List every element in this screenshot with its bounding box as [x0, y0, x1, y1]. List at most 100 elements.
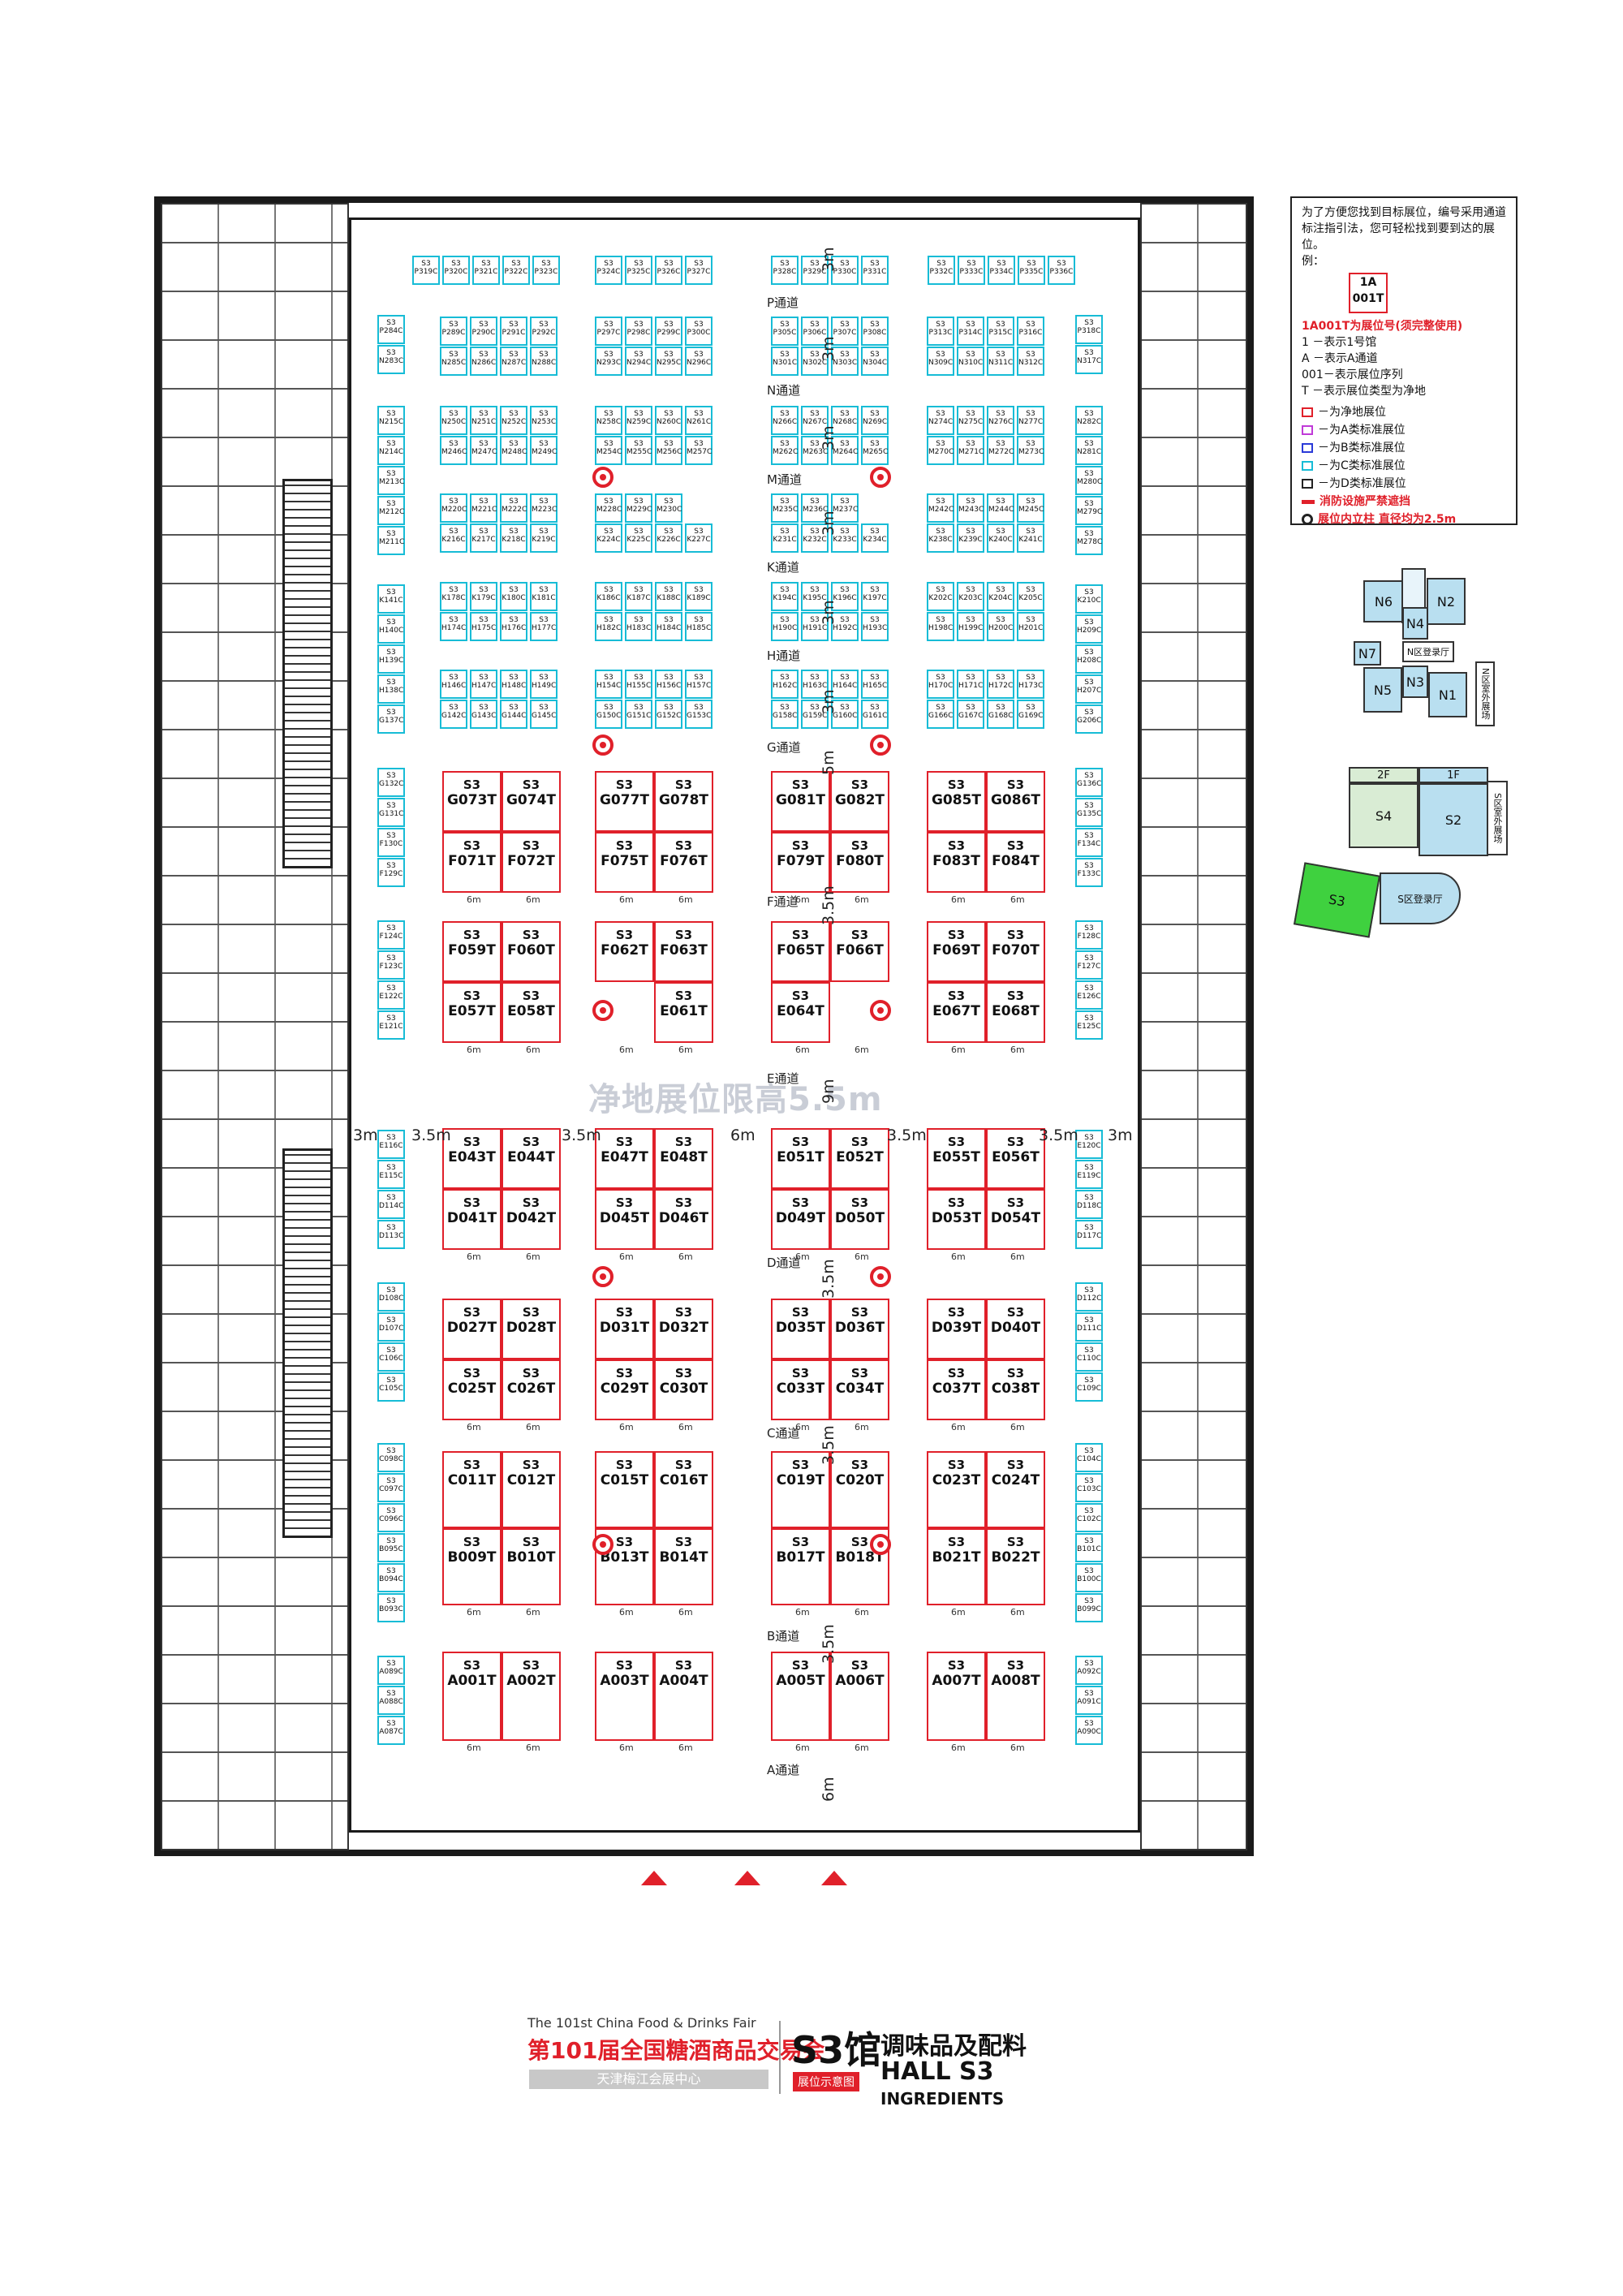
booth-number: P315C: [988, 329, 1013, 337]
booth-number: G131C: [379, 810, 404, 818]
booth-number: H154C: [596, 682, 622, 690]
minimap-s-lobby: S区登录厅: [1380, 872, 1461, 924]
booth-hall: S3: [386, 588, 396, 597]
booth-hall: S3: [463, 1366, 481, 1381]
booth-hall: S3: [947, 1458, 966, 1472]
booth-number: K189C: [687, 594, 711, 602]
booth-number: K186C: [596, 594, 621, 602]
booth-number: M257C: [687, 448, 712, 456]
booth-number: F123C: [379, 963, 403, 971]
booth-number: N286C: [471, 359, 497, 367]
booth-hall: S3: [1084, 1507, 1094, 1515]
booth-number: N267C: [803, 418, 828, 426]
booth-hall: S3: [936, 410, 945, 418]
booth-hall: S3: [936, 528, 945, 536]
booth-number: H208C: [1077, 657, 1102, 665]
booth-number: E056T: [992, 1149, 1040, 1165]
minimap-s4: S4: [1349, 783, 1419, 848]
booth-hall: S3: [936, 440, 945, 448]
booth-hall: S3: [1084, 1224, 1094, 1232]
booth-number: B010T: [506, 1549, 556, 1566]
booth-number: F130C: [379, 840, 403, 848]
booth-hall: S3: [966, 351, 975, 359]
booth-hall: S3: [966, 260, 976, 268]
booth-hall: S3: [479, 674, 489, 682]
booth-number: K216C: [441, 536, 466, 544]
measurement-label: 3.5m: [820, 1624, 837, 1664]
booth-hall: S3: [386, 709, 396, 717]
booth-number: E120C: [1077, 1142, 1101, 1150]
booth-hall: S3: [1006, 1366, 1025, 1381]
booth-hall: S3: [947, 838, 966, 853]
legend-key: －为B类标准展位: [1302, 440, 1506, 456]
booth-hall: S3: [1006, 838, 1025, 853]
booth-hall: S3: [509, 704, 519, 712]
booth-number: K188C: [657, 594, 681, 602]
booth-hall: S3: [664, 440, 674, 448]
booth-number: H176C: [502, 624, 527, 632]
booth-hall: S3: [539, 351, 549, 359]
booth-hall: S3: [674, 1366, 693, 1381]
booth-number: M248C: [502, 448, 527, 456]
booth-hall: S3: [449, 586, 458, 594]
booth-number: H182C: [596, 624, 622, 632]
legend-example-label: 例：: [1302, 255, 1324, 268]
booth-number: H155C: [626, 682, 652, 690]
booth-number: K204C: [988, 594, 1013, 602]
booth-hall: S3: [449, 440, 458, 448]
booth-number: K218C: [502, 536, 526, 544]
entrance-arrow-icon: [821, 1871, 847, 1885]
booth-hall: S3: [791, 1195, 810, 1210]
booth-hall: S3: [509, 528, 519, 536]
booth-hall: S3: [463, 928, 481, 942]
booth-number: G074T: [506, 792, 557, 808]
booth-hall: S3: [1084, 709, 1094, 717]
booth-number: D045T: [599, 1210, 650, 1226]
booth-number: K224C: [596, 536, 621, 544]
booth-number: G168C: [988, 712, 1014, 720]
legend-swatch-icon: [1302, 461, 1313, 471]
booth-number: N296C: [687, 359, 712, 367]
booth-number: A006T: [835, 1673, 885, 1689]
booth-hall: S3: [615, 778, 634, 792]
booth-hall: S3: [810, 586, 820, 594]
booth-number: K225C: [626, 536, 651, 544]
dimension-label: 6m: [951, 894, 966, 905]
aisle-label: K通道: [767, 560, 799, 575]
booth-number: A091C: [1077, 1698, 1101, 1706]
booth-number: K210C: [1077, 597, 1101, 605]
booth-number: E057T: [448, 1003, 496, 1019]
booth-hall: S3: [1006, 778, 1025, 792]
